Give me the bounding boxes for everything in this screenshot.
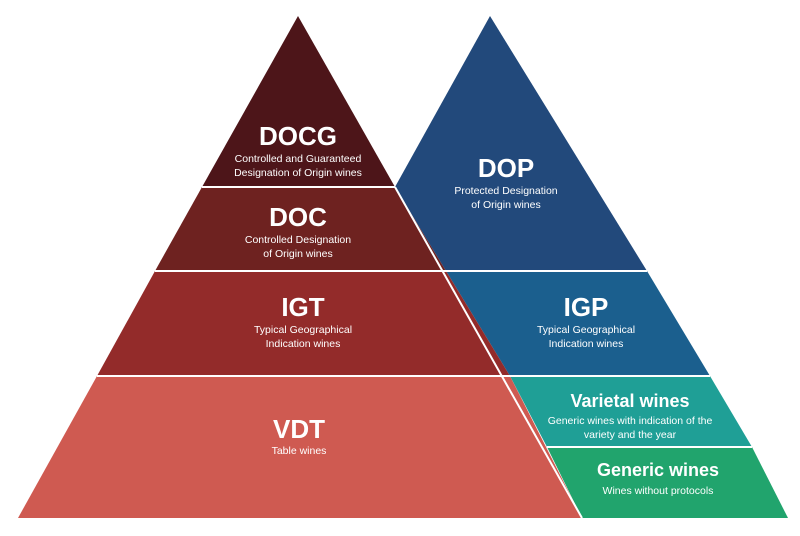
dop-label: DOP Protected Designation of Origin wine…: [454, 153, 557, 211]
igt-desc-line-2: Indication wines: [266, 338, 341, 350]
right-pyramid: [395, 16, 788, 518]
igp-label: IGP Typical Geographical Indication wine…: [537, 292, 635, 350]
doc-desc-line-1: Controlled Designation: [245, 234, 351, 246]
igt-title: IGT: [281, 292, 324, 322]
doc-tier: [155, 187, 446, 271]
vdt-title: VDT: [273, 414, 325, 444]
docg-desc-line-1: Controlled and Guaranteed: [235, 153, 362, 165]
generic-wines-label: Generic wines Wines without protocols: [597, 460, 719, 497]
varietal-wines-title: Varietal wines: [570, 391, 689, 411]
varietal-desc-line-1: Generic wines with indication of the: [548, 415, 713, 427]
generic-wines-tier: [547, 447, 788, 518]
igt-label: IGT Typical Geographical Indication wine…: [254, 292, 352, 350]
doc-title: DOC: [269, 202, 327, 232]
igp-title: IGP: [564, 292, 609, 322]
vdt-label: VDT Table wines: [272, 414, 327, 457]
tier-separators: [97, 186, 752, 519]
dop-tier: [395, 16, 647, 271]
generic-desc-line-1: Wines without protocols: [603, 485, 714, 497]
igp-desc-line-1: Typical Geographical: [537, 324, 635, 336]
doc-label: DOC Controlled Designation of Origin win…: [245, 202, 351, 260]
docg-tier: [202, 16, 395, 187]
vdt-tier: [18, 376, 582, 518]
igt-desc-line-1: Typical Geographical: [254, 324, 352, 336]
dop-desc-line-2: of Origin wines: [471, 199, 540, 211]
vdt-desc-line-1: Table wines: [272, 445, 327, 457]
doc-desc-line-2: of Origin wines: [263, 248, 332, 260]
igp-tier: [446, 271, 710, 376]
varietal-wines-tier: [510, 376, 752, 447]
left-pyramid: [18, 16, 582, 518]
varietal-desc-line-2: variety and the year: [584, 429, 677, 441]
docg-label: DOCG Controlled and Guaranteed Designati…: [234, 121, 362, 179]
docg-desc-line-2: Designation of Origin wines: [234, 167, 362, 179]
docg-title: DOCG: [259, 121, 337, 151]
igt-tier: [97, 271, 510, 376]
igp-desc-line-2: Indication wines: [549, 338, 624, 350]
generic-wines-title: Generic wines: [597, 460, 719, 480]
dop-title: DOP: [478, 153, 534, 183]
dop-desc-line-1: Protected Designation: [454, 185, 557, 197]
varietal-wines-label: Varietal wines Generic wines with indica…: [548, 391, 713, 441]
